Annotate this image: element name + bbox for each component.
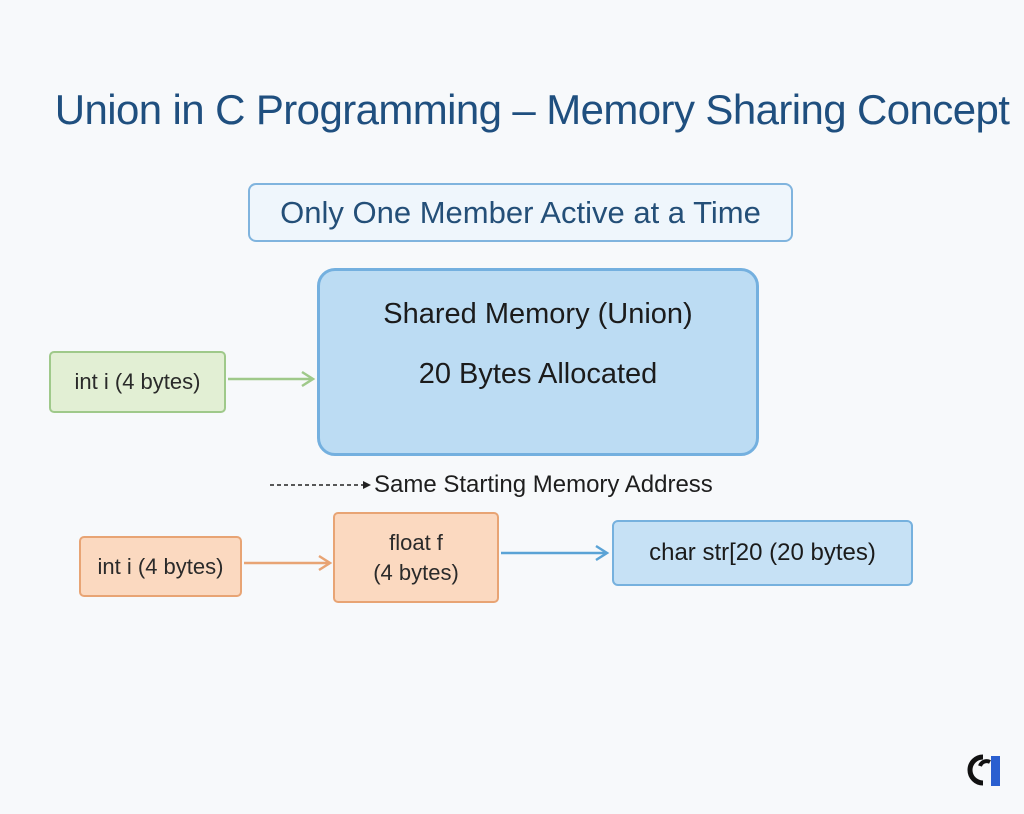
float-member-box: float f (4 bytes) [333, 512, 499, 603]
arrow-right-icon [228, 370, 316, 388]
int-member-label-bottom: int i (4 bytes) [97, 553, 224, 579]
arrow-right-icon [501, 544, 610, 562]
shared-memory-box: Shared Memory (Union) 20 Bytes Allocated [317, 268, 759, 456]
dashed-arrow-icon [270, 481, 371, 489]
shared-memory-label: Shared Memory (Union) [383, 298, 693, 330]
int-member-box: int i (4 bytes) [49, 351, 226, 413]
char-member-label: char str[20 (20 bytes) [649, 539, 876, 566]
shared-memory-size: 20 Bytes Allocated [418, 358, 658, 390]
int-member-box-bottom: int i (4 bytes) [79, 536, 242, 597]
char-member-box: char str[20 (20 bytes) [612, 520, 913, 586]
address-note: Same Starting Memory Address [374, 471, 713, 498]
subtitle-box: Only One Member Active at a Time [248, 183, 793, 242]
logo-icon [967, 754, 1000, 786]
arrow-right-icon [244, 554, 333, 572]
int-member-label: int i (4 bytes) [74, 369, 201, 394]
float-member-size: (4 bytes) [373, 559, 459, 585]
page-title: Union in C Programming – Memory Sharing … [54, 86, 1010, 133]
float-member-label: float f [389, 529, 443, 555]
